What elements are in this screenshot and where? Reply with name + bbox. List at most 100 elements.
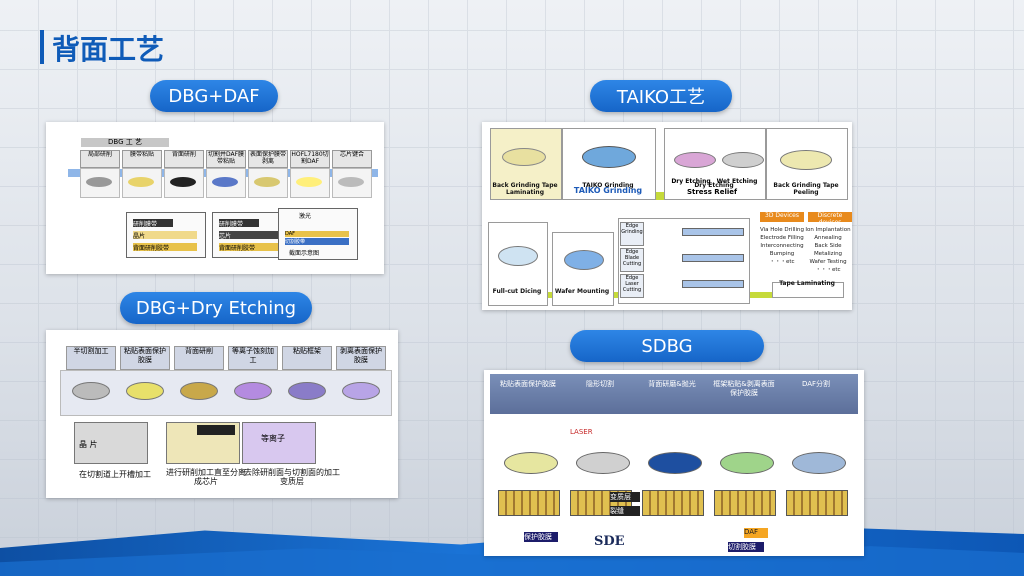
wafer-disc [576,452,630,474]
taiko-step-label: Tape Laminating [779,280,835,287]
dbg-dry-panel: 半切割加工粘贴表面保护胶膜背面研削等离子蚀刻加工粘贴框架剥离表面保护胶膜 晶 片… [46,330,398,498]
dry-step-label: 等离子蚀刻加工 [228,346,278,370]
wafer-disc [720,452,774,474]
discrete-item: ・・・etc [815,267,841,273]
wafer-disc [296,177,322,187]
taiko-step-label: Full-cut Dicing [492,288,542,295]
title-accent-bar [40,30,44,64]
wafer-disc [170,177,196,187]
sdbg-label: 保护胶膜 [524,532,558,542]
edge-label: Edge Grinding [620,222,644,246]
detail-label: 背面研削胶带 [133,243,197,252]
wafer-disc [502,148,546,166]
detail-label: 芯片 [219,231,283,240]
cross-section-1: 晶 片 [74,422,148,464]
sdbg-cross-section [498,490,560,516]
detail-label: 切割胶带 [285,238,349,245]
sdbg-cross-section [786,490,848,516]
wafer-disc [180,382,218,400]
taiko-step-box [772,282,844,298]
taiko-step-label: Back Grinding Tape Peeling [773,182,839,196]
detail-label: 研削膜带 [133,219,173,228]
sdbg-cross-section [642,490,704,516]
devices-3d-item: Electrode Filling [760,235,804,241]
wafer-disc [126,382,164,400]
wafer-disc [498,246,538,266]
sdbg-step-label: 背面研磨&抛光 [648,380,696,388]
dbg-daf-step-label: 膜带粘贴 [122,150,162,168]
edge-label: Edge Laser Cutting [620,274,644,298]
detail-label: DAF [285,231,349,237]
wafer-disc [792,452,846,474]
sdbg-cross-section [714,490,776,516]
dry-caption: 在切割道上开槽加工 [79,470,151,479]
wafer-disc [582,146,636,168]
dry-step-label: 粘贴表面保护胶膜 [120,346,170,370]
detail-label: 截面示意图 [289,250,320,257]
dbg-daf-step-label: 背面研削 [164,150,204,168]
dry-caption: 进行研削加工直至分离成芯片 [166,468,246,486]
sdbg-step-label: 粘贴表面保护胶膜 [500,380,556,388]
edge-bar [682,228,744,236]
devices-3d-item: ・・・etc [769,259,795,265]
dry-step-label: 剥离表面保护胶膜 [336,346,386,370]
cs-label: 等离子 [261,434,285,443]
discrete-item: Annealing [814,235,842,241]
dry-step-label: 背面研削 [174,346,224,370]
discrete-item: Ion Implantation [805,227,851,233]
detail-box-1: 研削膜带 晶片 背面研削胶带 [126,212,206,258]
taiko-label: Dry Etching [671,178,711,185]
wafer-disc [254,177,280,187]
sdbg-step-label: DAF分割 [801,380,831,388]
devices-3d-item: Interconnecting [760,243,804,249]
sdbg-label: LASER [570,428,593,436]
discrete-title: Discrete devices [808,212,852,226]
wafer-disc [338,177,364,187]
wafer-disc [234,382,272,400]
dbg-daf-step-label: 表面保护膜带剥离 [248,150,288,168]
taiko-label: Wet Etching [716,178,758,185]
section-label-sdbg: SDBG [570,330,764,362]
wafer-disc [780,150,832,170]
discrete-item: Wafer Testing [809,259,847,265]
dry-step-label: 粘贴框架 [282,346,332,370]
section-label-dbg-daf: DBG+DAF [150,80,278,112]
slide-title: 背面工艺 [52,33,165,66]
dbg-daf-step-label: 切割并DAF膜带粘贴 [206,150,246,168]
wafer-disc [72,382,110,400]
wafer-disc [128,177,154,187]
sdbg-header-band [490,374,858,414]
sdbg-label: 切割胶膜 [728,542,764,552]
taiko-step-label: Back Grinding Tape Laminating [492,182,558,196]
taiko-step-label: Dry Etching [694,182,734,189]
wafer-disc [722,152,764,168]
devices-3d-title: 3D Devices [760,212,804,222]
taiko-grinding-label: TAIKO Grinding [573,186,643,195]
section-label-dbg-dry: DBG+Dry Etching [120,292,312,324]
detail-box-3: 激光 DAF 切割胶带 截面示意图 [278,208,358,260]
edge-label: Edge Blade Cutting [620,248,644,272]
chip-block [197,425,235,435]
taiko-step-label: Wafer Mounting [554,288,610,295]
taiko-step-label: TAIKO Grinding [582,182,634,189]
devices-3d-item: Via Hole Drilling [759,227,805,233]
dbg-daf-step-label: HOFL7180切割DAF [290,150,330,168]
dbg-daf-step-label: 芯片键合 [332,150,372,168]
edge-bar [682,254,744,262]
dry-step-label: 半切割加工 [66,346,116,370]
section-label-taiko: TAIKO工艺 [590,80,732,112]
wafer-disc [504,452,558,474]
sdbg-step-label: 隐形切割 [586,380,614,388]
wafer-disc [212,177,238,187]
wafer-disc [342,382,380,400]
taiko-panel: Back Grinding Tape Laminating TAIKO Grind… [482,122,852,310]
wafer-disc [648,452,702,474]
devices-3d-item: Bumping [769,251,795,257]
edge-bar [682,280,744,288]
sdbg-label: DAF [744,528,768,538]
dbg-daf-header: DBG 工 艺 [81,138,169,147]
